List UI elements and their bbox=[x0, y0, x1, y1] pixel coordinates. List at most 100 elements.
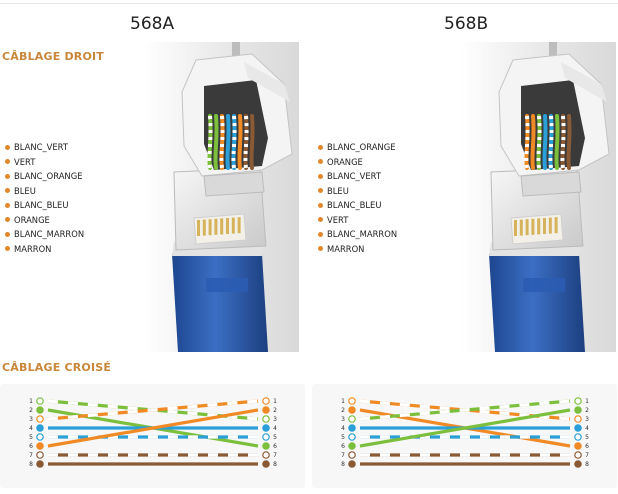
rj45-connector-photo-568b bbox=[461, 42, 616, 352]
pin-number: 6 bbox=[273, 443, 277, 450]
pin-number: 5 bbox=[273, 434, 277, 441]
pin-number: 4 bbox=[273, 425, 277, 432]
section-title-crossed: CÂBLAGE CROISÉ bbox=[2, 361, 112, 374]
standard-title-568a: 568A bbox=[130, 14, 175, 34]
bullet-icon bbox=[5, 246, 10, 252]
wire-list-item: ORANGE bbox=[318, 155, 397, 170]
wire-list-item: BLANC_ORANGE bbox=[318, 140, 397, 155]
wire-list-item: BLANC_BLEU bbox=[318, 198, 397, 213]
wire-label: BLANC_BLEU bbox=[327, 200, 382, 210]
bullet-icon bbox=[5, 159, 10, 165]
pin-marker bbox=[262, 451, 270, 459]
pin-number: 3 bbox=[585, 416, 589, 423]
pin-number: 7 bbox=[273, 452, 277, 459]
pin-number: 1 bbox=[273, 398, 277, 405]
pin-number: 3 bbox=[29, 416, 33, 423]
bullet-icon bbox=[318, 144, 323, 150]
wire-list-item: BLEU bbox=[5, 184, 84, 199]
wire-label: VERT bbox=[327, 214, 349, 225]
wire-list-item: BLANC_VERT bbox=[5, 140, 84, 155]
pin-marker bbox=[574, 460, 582, 468]
standard-title-568b: 568B bbox=[444, 14, 489, 34]
bullet-icon bbox=[5, 188, 10, 194]
bullet-icon bbox=[318, 173, 323, 179]
wire-label: BLANC_VERT bbox=[14, 142, 68, 152]
wire-list-item: ORANGE bbox=[5, 213, 84, 228]
pin-number: 7 bbox=[341, 452, 345, 459]
pin-marker bbox=[262, 442, 270, 450]
pin-marker bbox=[36, 451, 44, 459]
bullet-icon bbox=[5, 144, 10, 150]
wire-list-item: BLANC_ORANGE bbox=[5, 169, 84, 184]
pin-number: 1 bbox=[341, 398, 345, 405]
bullet-icon bbox=[5, 173, 10, 179]
pin-number: 7 bbox=[585, 452, 589, 459]
bullet-icon bbox=[318, 202, 323, 208]
crossover-wire bbox=[359, 408, 571, 448]
pin-marker bbox=[262, 406, 270, 414]
wire-list-item: BLANC_MARRON bbox=[318, 227, 397, 242]
pin-number: 8 bbox=[273, 461, 277, 468]
pin-marker bbox=[36, 397, 44, 405]
pin-marker bbox=[36, 442, 44, 450]
cable-jacket bbox=[489, 254, 585, 352]
pin-marker bbox=[262, 415, 270, 423]
pin-marker bbox=[36, 460, 44, 468]
pin-number: 5 bbox=[29, 434, 33, 441]
pin-number: 8 bbox=[585, 461, 589, 468]
wire-label: VERT bbox=[14, 156, 36, 167]
wire-list-item: BLANC_VERT bbox=[318, 169, 397, 184]
wire-label: BLANC_ORANGE bbox=[14, 171, 83, 181]
pin-number: 2 bbox=[585, 407, 589, 414]
pin-marker bbox=[574, 433, 582, 441]
pin-number: 2 bbox=[341, 407, 345, 414]
pin-number: 3 bbox=[341, 416, 345, 423]
crossover-wire bbox=[47, 408, 259, 448]
wire-list-item: BLANC_BLEU bbox=[5, 198, 84, 213]
wire-label: BLANC_BLEU bbox=[14, 200, 69, 210]
cable-jacket bbox=[172, 254, 268, 352]
wire-label: ORANGE bbox=[14, 214, 50, 225]
pin-marker bbox=[36, 433, 44, 441]
pin-marker bbox=[574, 424, 582, 432]
wire-list-item: MARRON bbox=[318, 242, 397, 257]
wire-label: MARRON bbox=[14, 243, 52, 254]
pin-number: 8 bbox=[341, 461, 345, 468]
bullet-icon bbox=[5, 202, 10, 208]
pin-number: 6 bbox=[341, 443, 345, 450]
bullet-icon bbox=[318, 246, 323, 252]
pin-marker bbox=[574, 451, 582, 459]
pin-number: 4 bbox=[29, 425, 33, 432]
wire-label: MARRON bbox=[327, 243, 365, 254]
pin-marker bbox=[262, 433, 270, 441]
wire-list-item: BLEU bbox=[318, 184, 397, 199]
pin-marker bbox=[262, 424, 270, 432]
bullet-icon bbox=[5, 217, 10, 223]
pin-number: 5 bbox=[585, 434, 589, 441]
pin-marker bbox=[348, 433, 356, 441]
pin-number: 6 bbox=[585, 443, 589, 450]
wire-list-item: BLANC_MARRON bbox=[5, 227, 84, 242]
pin-number: 2 bbox=[273, 407, 277, 414]
pin-number: 4 bbox=[341, 425, 345, 432]
pin-marker bbox=[348, 442, 356, 450]
pin-number: 3 bbox=[273, 416, 277, 423]
pin-marker bbox=[348, 397, 356, 405]
pin-marker bbox=[574, 406, 582, 414]
wire-list-item: MARRON bbox=[5, 242, 84, 257]
pin-marker bbox=[574, 415, 582, 423]
pin-marker bbox=[574, 397, 582, 405]
pin-marker bbox=[348, 415, 356, 423]
pin-number: 7 bbox=[29, 452, 33, 459]
pin-number: 6 bbox=[29, 443, 33, 450]
pin-marker bbox=[348, 460, 356, 468]
wire-list-item: VERT bbox=[318, 213, 397, 228]
pin-number: 8 bbox=[29, 461, 33, 468]
wire-label: BLEU bbox=[327, 185, 349, 196]
pin-marker bbox=[36, 424, 44, 432]
pin-number: 2 bbox=[29, 407, 33, 414]
pin-number: 5 bbox=[341, 434, 345, 441]
